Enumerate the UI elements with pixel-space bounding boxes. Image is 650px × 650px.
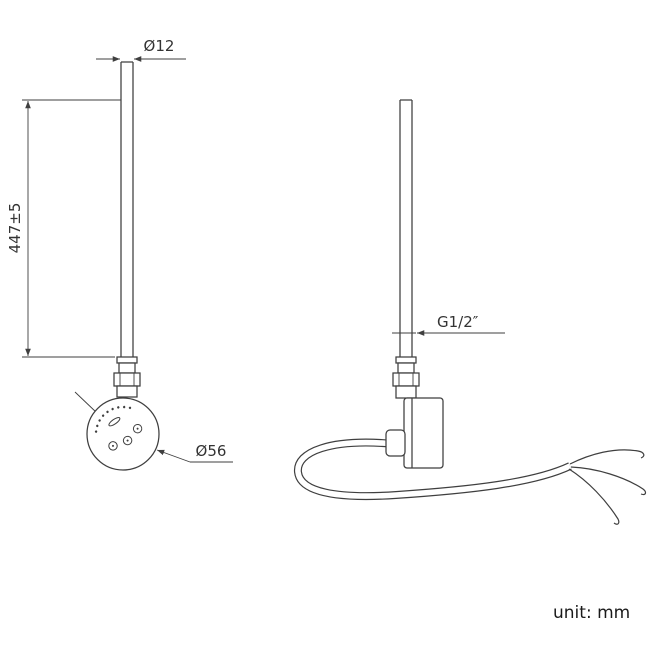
front-view: Ø12 447±5	[6, 37, 233, 471]
head-indicator-slot	[108, 417, 121, 427]
cable-wires	[568, 449, 647, 525]
front-fitting	[113, 356, 141, 398]
dim-label-head-diameter: Ø56	[196, 442, 227, 460]
front-head	[74, 391, 160, 471]
cable-gland	[385, 429, 406, 457]
power-cable	[293, 438, 647, 525]
unit-note: unit: mm	[553, 603, 630, 623]
side-fitting	[392, 356, 420, 399]
side-rod	[399, 99, 413, 357]
head-screws	[108, 423, 143, 451]
dim-element-length	[22, 99, 121, 358]
dim-label-thread: G1/2″	[437, 313, 479, 331]
dim-head-diameter	[156, 449, 233, 463]
side-body	[385, 397, 444, 469]
dim-label-rod-diameter: Ø12	[144, 37, 175, 55]
front-rod	[120, 61, 134, 357]
dim-label-element-length: 447±5	[6, 203, 24, 254]
side-view: G1/2″	[293, 99, 647, 525]
head-vent-holes	[94, 405, 132, 433]
